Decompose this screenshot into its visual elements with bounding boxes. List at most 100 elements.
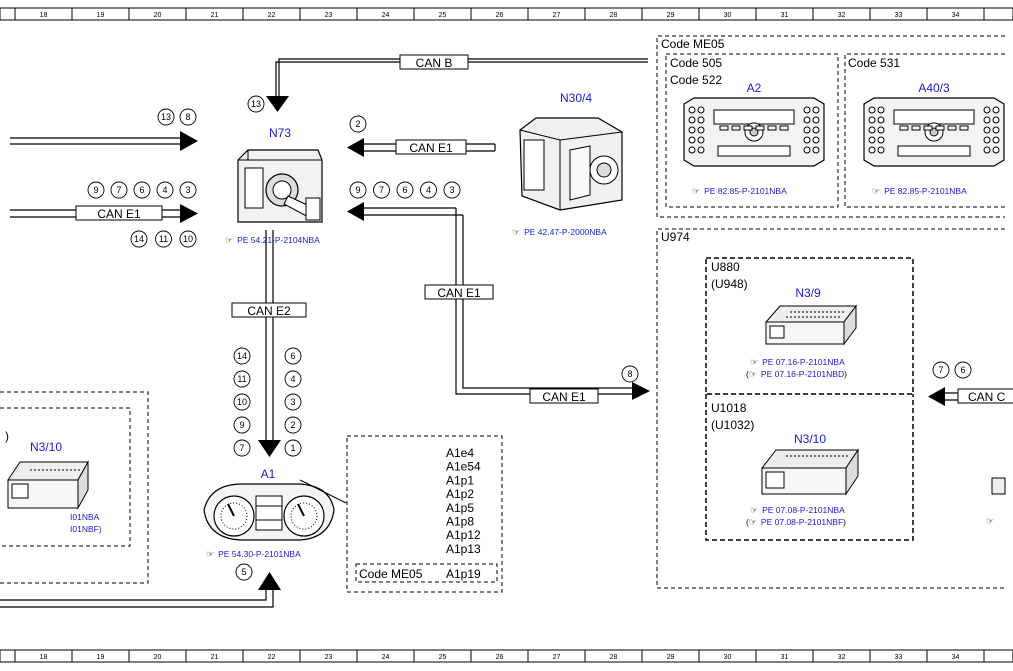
pin-circle — [133, 181, 151, 199]
a40-3-ref[interactable]: ☞PE 82.85-P-2101NBA — [872, 186, 967, 196]
a1-instrument-cluster: A1 ☞PE 54.30-P-2101NBA 5 — [0, 467, 347, 608]
code-me05-label: Code ME05 — [661, 37, 725, 51]
grid-number: 21 — [211, 654, 219, 661]
can-e1-label-left: CAN E1 — [97, 207, 141, 221]
pin-label: 2 — [355, 119, 360, 129]
grid-number: 31 — [781, 12, 789, 19]
pin-circle — [284, 370, 302, 388]
pin-circle — [179, 181, 197, 199]
a2-ref[interactable]: ☞PE 82.85-P-2101NBA — [692, 186, 787, 196]
right-n3-10-ref2[interactable]: (☞PE 07.08-P-2101NBF) — [746, 517, 846, 527]
code-531-label: Code 531 — [848, 56, 900, 70]
grid-number: 24 — [382, 12, 390, 19]
ecu-module-icon-left — [7, 460, 89, 510]
grid-number: 18 — [40, 12, 48, 19]
pin-label: 13 — [161, 112, 171, 122]
code-522-label: Code 522 — [670, 73, 722, 87]
radio-unit-icon-a2 — [683, 97, 825, 167]
u880-label: U880 — [711, 260, 740, 274]
pin-label: 2 — [290, 420, 295, 430]
right-n3-10-id: N3/10 — [794, 432, 826, 446]
pin-circle — [396, 181, 414, 199]
pin-n73-top — [247, 95, 265, 113]
can-b-label: CAN B — [416, 56, 453, 70]
left-arrow-13-8: 13 8 — [10, 108, 198, 151]
pin-label: 4 — [290, 374, 295, 384]
esp-module-icon — [519, 117, 623, 211]
pin-label: 14 — [134, 234, 144, 244]
left-n3-10-box: ) N3/10 I01NBA I01NBF) — [0, 391, 149, 584]
pin-label: 6 — [402, 185, 407, 195]
ecu-module-icon-n3-10 — [760, 448, 859, 496]
pin-label: 9 — [355, 185, 360, 195]
pin-label: 4 — [426, 185, 431, 195]
pin-label: 13 — [251, 99, 261, 109]
grid-number: 33 — [895, 12, 903, 19]
pin-label: 7 — [239, 443, 244, 453]
a1-signal: A1p2 — [446, 487, 474, 501]
pin-circle — [87, 181, 105, 199]
ecu-edge-icon — [991, 477, 1006, 495]
n30-4-ref[interactable]: ☞PE 42.47-P-2000NBA — [512, 227, 607, 237]
u974-box: U974 U880 (U948) N3/9 ☞PE 07.16-P-2101NB… — [656, 228, 1013, 589]
a1-signal: A1p13 — [446, 542, 481, 556]
a40-3-id: A40/3 — [918, 81, 950, 95]
pin-label: 8 — [627, 369, 632, 379]
pin-circle — [349, 181, 367, 199]
a1-signal-p19: A1p19 — [446, 567, 481, 581]
grid-number: 21 — [211, 12, 219, 19]
a1-signal: A1p8 — [446, 515, 474, 529]
n3-9-ref1[interactable]: ☞PE 07.16-P-2101NBA — [750, 357, 845, 367]
left-n3-10-ref1[interactable]: I01NBA — [70, 512, 100, 522]
pin-label: 6 — [139, 185, 144, 195]
right-n3-10-ref1[interactable]: ☞PE 07.08-P-2101NBA — [750, 505, 845, 515]
grid-number: 19 — [97, 12, 105, 19]
grid-number: 28 — [610, 12, 618, 19]
a1-id: A1 — [261, 467, 276, 481]
left-n3-10-ref2[interactable]: I01NBF) — [70, 524, 102, 534]
n30-4-unit: N30/4 ☞PE 42.47-P-2000NBA — [512, 91, 623, 237]
grid-number: 24 — [382, 654, 390, 661]
pin-circle — [373, 181, 390, 199]
grid-number: 25 — [439, 654, 447, 661]
n73-id: N73 — [269, 126, 291, 140]
pin-label: 1 — [290, 443, 295, 453]
a1-signal: A1p5 — [446, 501, 474, 515]
can-e1-label-n73: CAN E1 — [409, 141, 453, 155]
pin-label: 7 — [116, 185, 121, 195]
grid-number: 34 — [952, 654, 960, 661]
can-c-label: CAN C — [968, 390, 1006, 404]
left-n3-10-id: N3/10 — [30, 440, 62, 454]
ecu-module-icon-n3-9 — [764, 304, 857, 346]
grid-number: 18 — [40, 654, 48, 661]
can-e1-label-bottom: CAN E1 — [542, 390, 586, 404]
pin-label: 11 — [237, 374, 246, 384]
grid-number: 29 — [667, 654, 675, 661]
pin-label: 3 — [185, 185, 190, 195]
instrument-cluster-icon — [203, 483, 335, 541]
n73-ref[interactable]: ☞PE 54.21-P-2104NBA — [225, 235, 320, 245]
pin-circle — [284, 439, 302, 457]
pin-circle — [155, 230, 172, 248]
pin-circle — [420, 181, 437, 199]
pin-label: 9 — [93, 185, 98, 195]
pin-circle — [156, 181, 174, 199]
code-me05-box: Code ME05 Code 505 Code 522 Code 531 A2 … — [656, 35, 1005, 218]
grid-number: 20 — [154, 654, 162, 661]
grid-number: 19 — [97, 654, 105, 661]
grid-number: 22 — [268, 12, 276, 19]
pin-label: 10 — [183, 234, 193, 244]
pin-label: 6 — [960, 365, 965, 375]
n3-9-ref2[interactable]: (☞PE 07.16-P-2101NBD) — [746, 369, 847, 379]
pin-circle — [443, 181, 461, 199]
grid-number: 28 — [610, 654, 618, 661]
grid-number: 25 — [439, 12, 447, 19]
a1-signal: A1p1 — [446, 473, 474, 487]
pin-label: 7 — [379, 185, 384, 195]
a1-ref[interactable]: ☞PE 54.30-P-2101NBA — [206, 549, 301, 559]
